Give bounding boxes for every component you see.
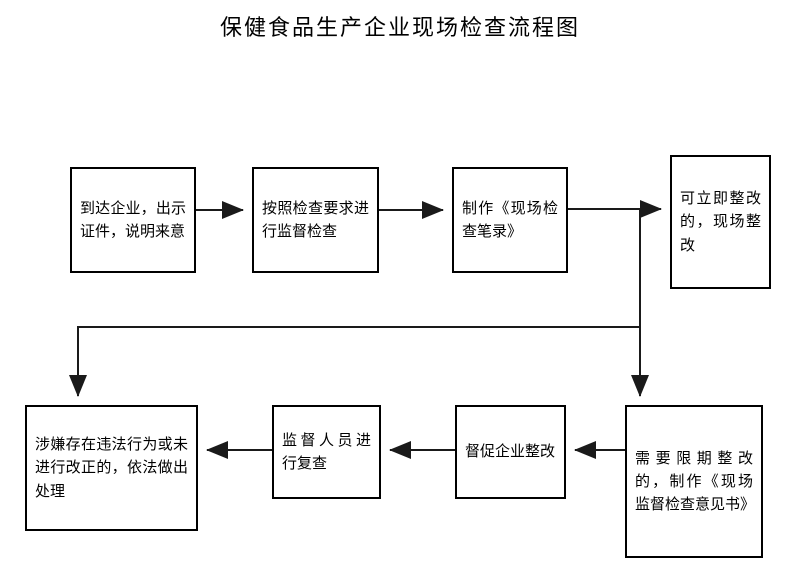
node-record-label: 制作《现场检查笔录》 xyxy=(462,198,558,240)
node-urge-rectification[interactable]: 督促企业整改 xyxy=(455,405,566,499)
node-make-inspection-record[interactable]: 制作《现场检查笔录》 xyxy=(452,167,568,273)
node-urge-label: 督促企业整改 xyxy=(465,442,556,461)
node-onsite-fix-label: 可立即整改的，现场整改 xyxy=(680,189,761,254)
node-supervisor-recheck[interactable]: 监督人员进行复查 xyxy=(272,405,381,499)
node-immediate-onsite-rectification[interactable]: 可立即整改的，现场整改 xyxy=(670,155,771,289)
node-arrive-label: 到达企业，出示证件，说明来意 xyxy=(80,198,186,240)
node-illegal-handling[interactable]: 涉嫌存在违法行为或未进行改正的，依法做出处理 xyxy=(25,405,198,531)
connector-record-branch-to-illegal xyxy=(69,326,640,397)
node-deadline-rectification-notice[interactable]: 需要限期整改的，制作《现场监督检查意见书》 xyxy=(625,405,763,558)
node-inspect-label: 按照检查要求进行监督检查 xyxy=(262,198,369,240)
node-illegal-label: 涉嫌存在违法行为或未进行改正的，依法做出处理 xyxy=(35,435,188,500)
node-conduct-inspection[interactable]: 按照检查要求进行监督检查 xyxy=(252,167,379,273)
node-recheck-label: 监督人员进行复查 xyxy=(282,430,371,472)
node-deadline-label: 需要限期整改的，制作《现场监督检查意见书》 xyxy=(635,448,756,514)
page-title: 保健食品生产企业现场检查流程图 xyxy=(219,16,580,41)
node-arrive-at-enterprise[interactable]: 到达企业，出示证件，说明来意 xyxy=(70,167,196,273)
